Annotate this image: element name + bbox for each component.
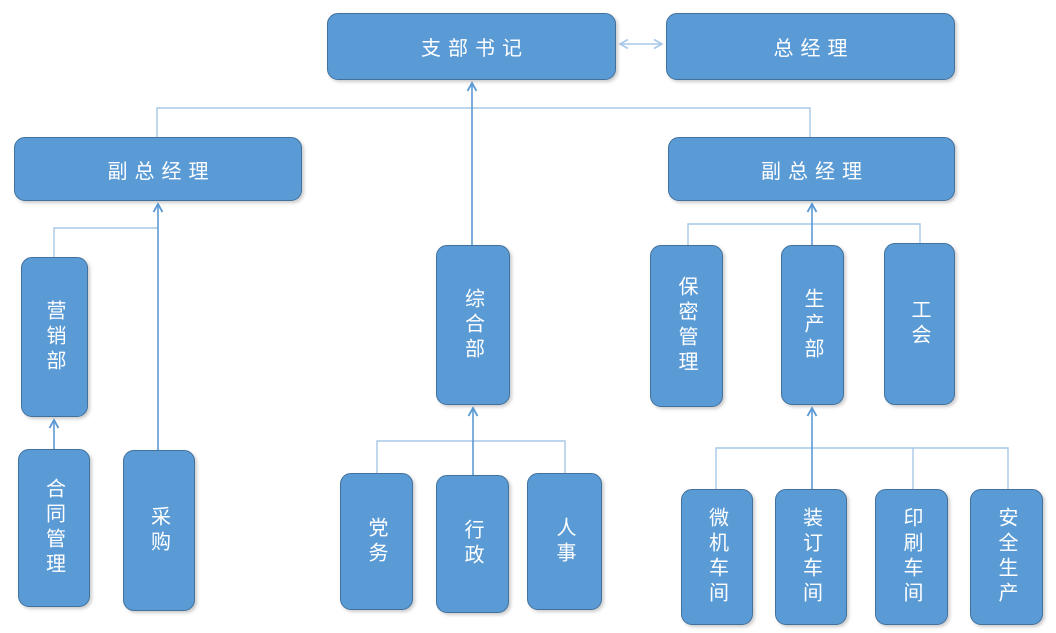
node-deputy-general-manager-left: 副总经理: [14, 137, 302, 201]
node-general-office: 综合部: [436, 245, 510, 405]
node-contract-management: 合同管理: [18, 449, 90, 607]
node-production-dept: 生产部: [781, 245, 844, 405]
connector-rail-deputy-right-children: [687, 223, 921, 245]
node-personnel: 人事: [527, 473, 602, 610]
node-deputy-general-manager-right: 副总经理: [668, 137, 955, 201]
connector-rail-production-children: [715, 447, 1009, 489]
node-procurement: 采购: [123, 450, 195, 611]
node-branch-secretary: 支部书记: [327, 13, 616, 80]
connector-elbow-marketing: [53, 227, 158, 257]
connector-rail-top-deputies: [156, 107, 811, 137]
node-marketing-dept: 营销部: [21, 257, 88, 417]
node-party-affairs: 党务: [340, 473, 413, 610]
node-confidentiality-management: 保密管理: [650, 245, 723, 407]
node-administration: 行政: [436, 475, 509, 613]
connector-rail-general-office-children: [376, 440, 566, 473]
node-safety-production: 安全生产: [970, 489, 1043, 625]
node-printing-workshop: 印刷车间: [875, 489, 948, 625]
node-labor-union: 工会: [884, 243, 955, 405]
node-computer-workshop: 微机车间: [681, 489, 753, 625]
node-binding-workshop: 装订车间: [775, 489, 847, 625]
node-general-manager: 总经理: [666, 13, 955, 80]
